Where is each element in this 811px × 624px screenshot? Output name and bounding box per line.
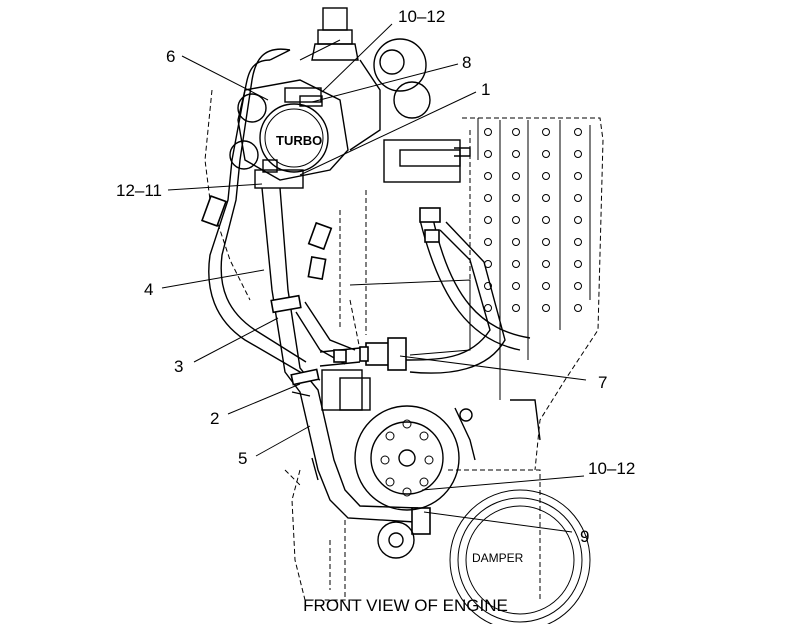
- label-3: 3: [174, 357, 183, 376]
- bolt-hole: [484, 238, 492, 246]
- bolt-hole: [542, 260, 550, 268]
- hose-clamps: [201, 195, 441, 535]
- bolt-hole: [484, 128, 492, 136]
- bolt-hole: [542, 216, 550, 224]
- callout-labels: 10–12 8 6 1 12–11 4 3 7 2 5 10–12 9: [116, 7, 635, 546]
- bolt-hole: [512, 304, 520, 312]
- bolt-hole: [574, 216, 582, 224]
- leader-4: [161, 269, 265, 289]
- label-4: 4: [144, 280, 153, 299]
- label-6: 6: [166, 47, 175, 66]
- label-8: 8: [462, 53, 471, 72]
- hoses: [208, 48, 531, 523]
- bolt-hole: [512, 260, 520, 268]
- damper-label: DAMPER: [472, 551, 524, 565]
- engine-outline-left: [204, 89, 360, 601]
- figure-caption: FRONT VIEW OF ENGINE: [303, 596, 508, 615]
- bolt-hole: [484, 216, 492, 224]
- bolt-hole: [574, 260, 582, 268]
- engine-block: [339, 117, 604, 471]
- bolt-hole: [542, 304, 550, 312]
- bolt-hole: [512, 172, 520, 180]
- bolt-hole: [574, 282, 582, 290]
- leader-2: [227, 383, 301, 415]
- damper: [448, 469, 591, 624]
- idler-pulley: [377, 521, 415, 559]
- bolt-hole: [512, 194, 520, 202]
- leader-1: [299, 91, 477, 176]
- label-1: 1: [481, 80, 490, 99]
- bolt-hole: [542, 238, 550, 246]
- bolt-hole: [574, 150, 582, 158]
- bolt-hole: [574, 238, 582, 246]
- pulley: [354, 405, 460, 511]
- leader-6: [181, 55, 269, 101]
- bolt-hole: [512, 216, 520, 224]
- label-7: 7: [598, 373, 607, 392]
- bolt-hole: [512, 238, 520, 246]
- leader-3: [193, 317, 279, 363]
- misc-components: [311, 369, 541, 481]
- bolt-hole: [484, 282, 492, 290]
- bolt-hole: [542, 282, 550, 290]
- leader-9: [423, 511, 573, 533]
- leader-7: [399, 355, 587, 381]
- label-2: 2: [210, 409, 219, 428]
- leader-10-12-top: [321, 23, 393, 93]
- label-12-11: 12–11: [116, 181, 162, 200]
- turbo-label: TURBO: [276, 133, 322, 148]
- label-10-12-bottom: 10–12: [588, 459, 635, 478]
- upper-structure: [299, 7, 431, 151]
- bolt-hole: [512, 150, 520, 158]
- bolt-hole: [542, 150, 550, 158]
- label-9: 9: [580, 527, 589, 546]
- bolt-hole: [512, 128, 520, 136]
- leader-lines: [161, 23, 587, 533]
- bolt-hole: [542, 194, 550, 202]
- fitting-upper-right: [383, 139, 471, 183]
- turbo-assembly: [229, 79, 349, 189]
- leader-8: [311, 63, 459, 103]
- bolt-hole: [484, 172, 492, 180]
- leader-5: [255, 425, 311, 457]
- bolt-hole: [484, 194, 492, 202]
- bolt-hole: [512, 282, 520, 290]
- bolt-hole: [484, 304, 492, 312]
- block-bolt-holes: [484, 128, 582, 312]
- bolt-hole: [484, 150, 492, 158]
- bolt-hole: [574, 304, 582, 312]
- label-5: 5: [238, 449, 247, 468]
- bolt-hole: [574, 172, 582, 180]
- leader-12-11: [167, 183, 263, 191]
- bolt-hole: [574, 128, 582, 136]
- bolt-hole: [542, 128, 550, 136]
- leader-10-12-bottom: [421, 475, 585, 491]
- bolt-hole: [542, 172, 550, 180]
- bolt-hole: [574, 194, 582, 202]
- label-10-12-top: 10–12: [398, 7, 445, 26]
